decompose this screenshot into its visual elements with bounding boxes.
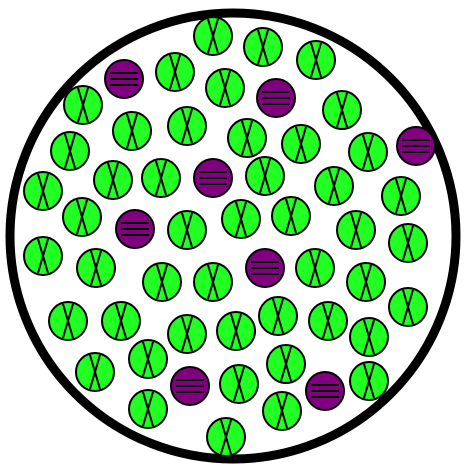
green-particle — [323, 91, 361, 129]
green-particle — [102, 302, 140, 340]
green-particle — [206, 69, 244, 107]
green-particle — [350, 362, 388, 400]
green-particle — [337, 211, 375, 249]
green-particle — [51, 132, 89, 170]
green-particle — [222, 200, 260, 238]
green-particle — [389, 288, 427, 326]
purple-particle — [116, 210, 154, 248]
green-particle — [246, 157, 284, 195]
green-particle — [77, 249, 115, 287]
green-particle — [244, 28, 282, 66]
green-particle — [142, 159, 180, 197]
green-particle — [76, 353, 114, 391]
green-particle — [297, 41, 335, 79]
green-particle — [382, 177, 420, 215]
green-particle — [194, 17, 232, 55]
green-particle — [350, 318, 388, 356]
green-particle — [156, 53, 194, 91]
green-particle — [24, 172, 62, 210]
green-particle — [143, 263, 181, 301]
purple-particle — [246, 249, 284, 287]
green-particle — [259, 297, 297, 335]
green-particle — [272, 197, 310, 235]
green-particle — [64, 86, 102, 124]
green-particle — [94, 161, 132, 199]
green-particle — [309, 302, 347, 340]
green-particle — [267, 345, 305, 383]
green-particle — [168, 211, 206, 249]
green-particle — [217, 312, 255, 350]
green-particle — [389, 224, 427, 262]
green-particle — [168, 315, 206, 353]
green-particle — [168, 107, 206, 145]
green-particle — [129, 390, 167, 428]
green-particle — [24, 237, 62, 275]
green-particle — [49, 302, 87, 340]
green-particle — [63, 198, 101, 236]
purple-particle — [171, 367, 209, 405]
green-particle — [113, 112, 151, 150]
purple-particle — [257, 79, 295, 117]
purple-particle — [105, 60, 143, 98]
purple-particle — [306, 372, 344, 410]
green-particle — [207, 418, 245, 456]
green-particle — [347, 263, 385, 301]
green-particle — [220, 365, 258, 403]
green-particle — [194, 263, 232, 301]
green-particle — [129, 340, 167, 378]
green-particle — [349, 133, 387, 171]
green-particle — [263, 392, 301, 430]
green-particle — [282, 125, 320, 163]
green-particle — [296, 249, 334, 287]
green-particle — [228, 119, 266, 157]
purple-particle — [397, 127, 435, 165]
green-particle — [315, 167, 353, 205]
purple-particle — [194, 159, 232, 197]
